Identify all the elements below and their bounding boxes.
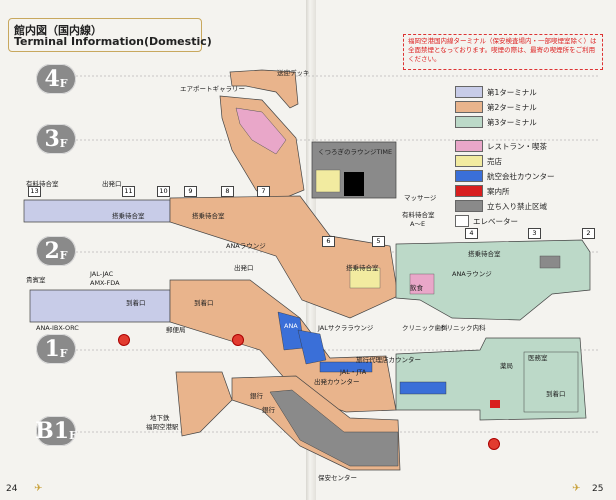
label-paid-waiting: 有料待合室 (402, 211, 435, 219)
info-desk-marker (488, 438, 500, 450)
gate-10: 10 (157, 186, 170, 197)
legend-restaurant: レストラン・喫茶 (455, 140, 547, 152)
gate-2: 2 (582, 228, 595, 239)
label-lounge-time: くつろぎのラウンジTIME (318, 148, 393, 156)
label-baggage-claim-1: 到着口 (126, 299, 146, 307)
label-security: 保安センター (318, 474, 357, 482)
page-number-right: 25 (592, 484, 604, 494)
label-mail: 郵便局 (166, 326, 186, 334)
label-subway: 地下鉄 (150, 414, 170, 422)
gate-4: 4 (465, 228, 478, 239)
label-ana-counter: ANA (284, 322, 298, 330)
label-ana-lounge-1: ANAラウンジ (226, 242, 266, 250)
legend-terminal-2: 第2ターミナル (455, 101, 537, 113)
label-clinic-2: クリニック内科 (440, 324, 486, 332)
label-boarding-wait-4: 搭乗待合室 (468, 250, 501, 258)
plane-icon: ✈ (572, 483, 581, 494)
label-travel-counter: 旅行代理店カウンター (356, 356, 421, 364)
label-departure-counter: 出発カウンター (314, 378, 360, 386)
page-number-left: 24 (6, 484, 18, 494)
label-vip-room: 貴賓室 (26, 276, 46, 284)
no-smoking-notice: 福岡空港国内線ターミナル（保安検査場内・一部喫煙室除く）は全面禁煙となっておりま… (403, 34, 603, 70)
label-jal-jac: JAL-JAC (90, 270, 114, 278)
gate-11: 11 (122, 186, 135, 197)
gate-6: 6 (322, 236, 335, 247)
label-arrival-hall: 到着口 (546, 390, 566, 398)
info-desk-marker (232, 334, 244, 346)
gate-7: 7 (257, 186, 270, 197)
label-departure-exit: 出発口 (234, 264, 254, 272)
label-subway-station: 福岡空港駅 (146, 423, 179, 431)
legend-terminal-3: 第3ターミナル (455, 116, 537, 128)
gate-13: 13 (28, 186, 41, 197)
label-medical: 医務室 (528, 354, 548, 362)
gate-3: 3 (528, 228, 541, 239)
label-departure-gate: 出発口 (102, 180, 122, 188)
legend-info-desk: 案内所 (455, 185, 510, 197)
legend-elevator: エレベーター (455, 215, 518, 227)
legend-terminal-1: 第1ターミナル (455, 86, 537, 98)
label-jal-sakura: JALサクララウンジ (318, 324, 374, 332)
label-pharmacy: 薬局 (500, 362, 513, 370)
label-gallery: エアポートギャラリー (180, 85, 245, 93)
gate-9: 9 (184, 186, 197, 197)
label-restaurant: 飲食 (410, 284, 423, 292)
label-clinic-1: クリニック歯科 (402, 324, 448, 332)
label-deck: 送迎デッキ (277, 69, 310, 77)
label-boarding-wait-2: 搭乗待合室 (192, 212, 225, 220)
label-bank-2: 銀行 (262, 406, 275, 414)
legend-shop: 売店 (455, 155, 502, 167)
label-boarding-wait-3: 搭乗待合室 (346, 264, 379, 272)
label-boarding-wait-1: 搭乗待合室 (112, 212, 145, 220)
label-baggage-claim-2: 到着口 (194, 299, 214, 307)
label-ana-ibx: ANA-IBX-ORC (36, 324, 79, 332)
title-english: Terminal Information(Domestic) (14, 35, 212, 48)
legend-airline-counter: 航空会社カウンター (455, 170, 555, 182)
info-desk-marker (118, 334, 130, 346)
plane-icon: ✈ (34, 483, 43, 494)
title-box (8, 18, 202, 52)
legend-restricted: 立ち入り禁止区域 (455, 200, 547, 212)
title-japanese: 館内図（国内線） (14, 24, 102, 37)
label-bank-1: 銀行 (250, 392, 263, 400)
label-ana-lounge-2: ANAラウンジ (452, 270, 492, 278)
label-jal-jta: JAL・JTA (340, 368, 367, 376)
label-amx-fda: AMX-FDA (90, 279, 120, 287)
label-waiting-13: 有料待合室 (26, 180, 59, 188)
gate-8: 8 (221, 186, 234, 197)
label-paid-waiting-sub: A～E (410, 220, 426, 228)
gate-5: 5 (372, 236, 385, 247)
label-massage: マッサージ (404, 194, 437, 202)
